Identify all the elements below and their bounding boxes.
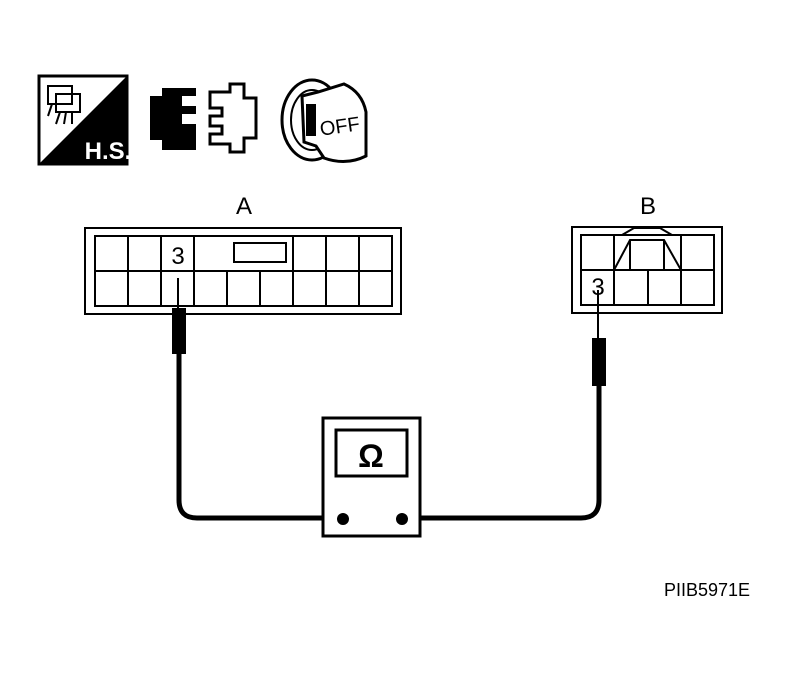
connector-b-pin-label: 3 — [591, 274, 604, 301]
figure-code: PIIB5971E — [664, 580, 750, 600]
ohmmeter-icon: Ω — [321, 416, 422, 538]
harness-service-icon: H.S. — [37, 74, 132, 166]
connector-a-label: A — [236, 193, 252, 220]
connector-a: A 3 — [84, 193, 402, 315]
ohmmeter-terminal-right — [396, 513, 408, 525]
ohmmeter-terminal-left — [337, 513, 349, 525]
connector-a-pin-label: 3 — [171, 243, 184, 270]
hs-badge-label: H.S. — [85, 138, 132, 165]
test-lead-a — [172, 278, 343, 521]
test-lead-b — [402, 290, 606, 521]
connector-b-cavity-grid — [581, 227, 714, 305]
ignition-key-off-icon: OFF — [280, 78, 368, 163]
connector-a-cavity-grid — [95, 236, 392, 306]
connector-a-latch — [233, 242, 287, 263]
connector-b: B 3 — [571, 193, 723, 314]
connector-disconnect-icon — [150, 82, 258, 154]
connector-b-label: B — [640, 193, 656, 220]
ohmmeter-symbol: Ω — [358, 438, 384, 474]
